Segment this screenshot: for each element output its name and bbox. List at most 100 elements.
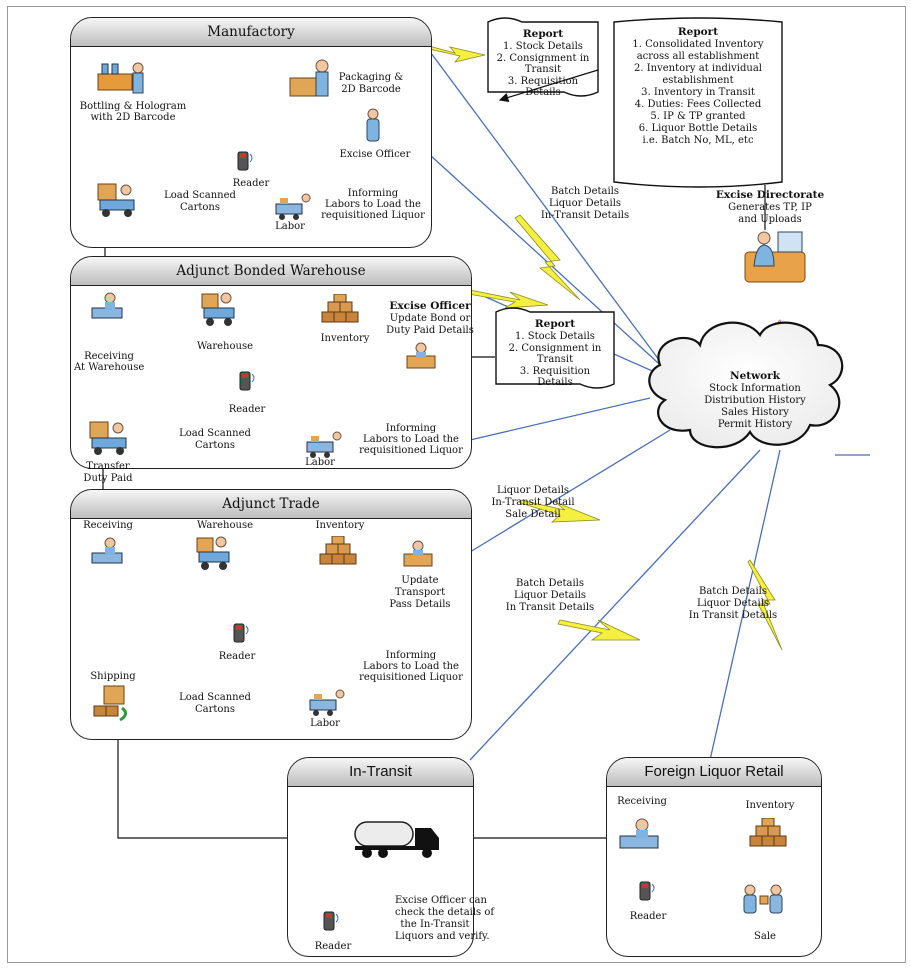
report2-scroll (613, 17, 783, 188)
link-label: Liquor Details (513, 590, 587, 601)
bonded-load-scanned-label: Load Scanned (179, 428, 251, 439)
informing-label: Labors to Load the (325, 199, 421, 210)
trade-title: Adjunct Trade (71, 490, 471, 519)
bonded-reader-label: Reader (228, 404, 266, 415)
shipping-boxes-icon (93, 685, 127, 722)
manufactory-labor-label: Labor (275, 221, 305, 232)
trade-receiving-label: Receiving (83, 520, 133, 531)
informing-label: Informing (347, 188, 399, 199)
bonded-inventory-label: Inventory (320, 333, 370, 344)
link-label: Batch Details (516, 578, 584, 589)
labor-cart-icon (309, 689, 345, 716)
report3-item: Transit (536, 354, 574, 365)
transfer-label: Transfer (86, 461, 130, 472)
report2-title: Report (677, 26, 719, 38)
diagram-frame (7, 6, 906, 963)
trade-reader-label: Reader (218, 651, 256, 662)
trade-load-scanned-label: Cartons (194, 704, 235, 715)
bonded-title: Adjunct Bonded Warehouse (71, 257, 471, 286)
network-links (424, 44, 870, 761)
report2-item: across all establishment (636, 51, 760, 62)
report1-item: 1. Stock Details (503, 41, 583, 52)
transit-note: check the details of (395, 907, 495, 918)
trade-update-label: Transport (394, 587, 446, 598)
trade-informing-label: Labors to Load the (363, 661, 459, 672)
report3-item: 1. Stock Details (515, 331, 595, 342)
link-label: In Transit Details (505, 602, 595, 613)
network-item: Distribution History (704, 395, 806, 406)
in-transit-title: In-Transit (288, 758, 473, 787)
link-label: Liquor Details (696, 598, 770, 609)
network-cloud (648, 321, 844, 449)
transit-note: Excise Officer can (395, 895, 487, 906)
bonded-informing-label: Informing (385, 423, 437, 434)
inventory-boxes-icon (749, 818, 787, 847)
bonded-receiving-label: Receiving (84, 351, 134, 362)
link-label: Liquor Details (496, 485, 570, 496)
report2-item: 5. IP & TP granted (650, 111, 746, 122)
receiving-desk-icon (91, 537, 123, 564)
network-item: Stock Information (709, 383, 801, 394)
labor-cart-icon (275, 193, 311, 220)
report2-item: establishment (662, 75, 734, 86)
retail-sale-label: Sale (754, 931, 776, 942)
report1-item: 2. Consignment in (496, 53, 590, 64)
retail-reader-label: Reader (629, 911, 667, 922)
transit-reader-label: Reader (314, 941, 352, 952)
report2-item: 6. Liquor Bottle Details (638, 123, 758, 134)
trade-box: Adjunct Trade (70, 489, 472, 740)
barcode-reader-icon (639, 881, 655, 901)
trade-informing-label: requisitioned Liquor (359, 672, 463, 683)
link-label: Batch Details (551, 186, 619, 197)
excise-officer-icon (366, 108, 380, 142)
report1-item: Transit (524, 64, 562, 75)
trade-warehouse-label: Warehouse (196, 520, 254, 531)
transit-note: the In-Transit (400, 919, 470, 930)
bonded-receiving-label: At Warehouse (74, 362, 145, 373)
trade-load-scanned-label: Load Scanned (179, 692, 251, 703)
report3-title: Report (534, 318, 576, 330)
trade-labor-label: Labor (310, 718, 340, 729)
link-label: Batch Details (699, 586, 767, 597)
report3-item: 2. Consignment in (508, 343, 602, 354)
officer-desk-icon (406, 342, 436, 369)
manufactory-title: Manufactory (71, 18, 431, 47)
report2-item: 2. Inventory at individual (633, 63, 762, 74)
packaging-label: 2D Barcode (341, 84, 401, 95)
receiving-desk-icon (91, 292, 123, 319)
report3-item: Details (537, 377, 573, 388)
load-scanned-label: Cartons (179, 202, 220, 213)
bonded-informing-label: requisitioned Liquor (359, 445, 463, 456)
report2-item: i.e. Batch No, ML, etc (642, 135, 754, 146)
forklift-icon (97, 183, 135, 217)
directorate-title: Excise Directorate (715, 189, 825, 201)
retail-receiving-label: Receiving (617, 796, 667, 807)
report1-item: 3. Requisition (507, 76, 579, 87)
inventory-boxes-icon (321, 294, 359, 323)
inventory-boxes-icon (319, 536, 357, 565)
transfer-forklift-icon (89, 421, 127, 455)
trade-informing-label: Informing (385, 650, 437, 661)
report3-item: 3. Requisition (519, 366, 591, 377)
barcode-reader-icon (237, 151, 253, 171)
trade-update-label: Update (401, 575, 439, 586)
bonded-load-scanned-label: Cartons (194, 440, 235, 451)
bonded-labor-label: Labor (305, 457, 335, 468)
directorate-desc: Generates TP, IP (728, 202, 812, 213)
transfer-label: Duty Paid (83, 473, 133, 484)
retail-inventory-label: Inventory (745, 800, 795, 811)
bottling-machine-icon (97, 62, 144, 94)
packaging-label: Packaging & (338, 72, 404, 83)
officer-desk-icon (403, 540, 433, 567)
manufactory-excise-officer-label: Excise Officer (339, 149, 411, 160)
bonded-excise-officer-desc: Duty Paid Details (386, 325, 474, 336)
shipping-label: Shipping (90, 671, 136, 682)
report1-title: Report (522, 28, 564, 40)
bonded-excise-officer-desc: Update Bond or (389, 313, 471, 324)
barcode-reader-icon (323, 911, 339, 931)
bottling-label: with 2D Barcode (90, 112, 176, 123)
bonded-excise-officer-title: Excise Officer (389, 300, 471, 312)
barcode-reader-icon (233, 623, 249, 643)
report2-item: 4. Duties: Fees Collected (634, 99, 762, 110)
